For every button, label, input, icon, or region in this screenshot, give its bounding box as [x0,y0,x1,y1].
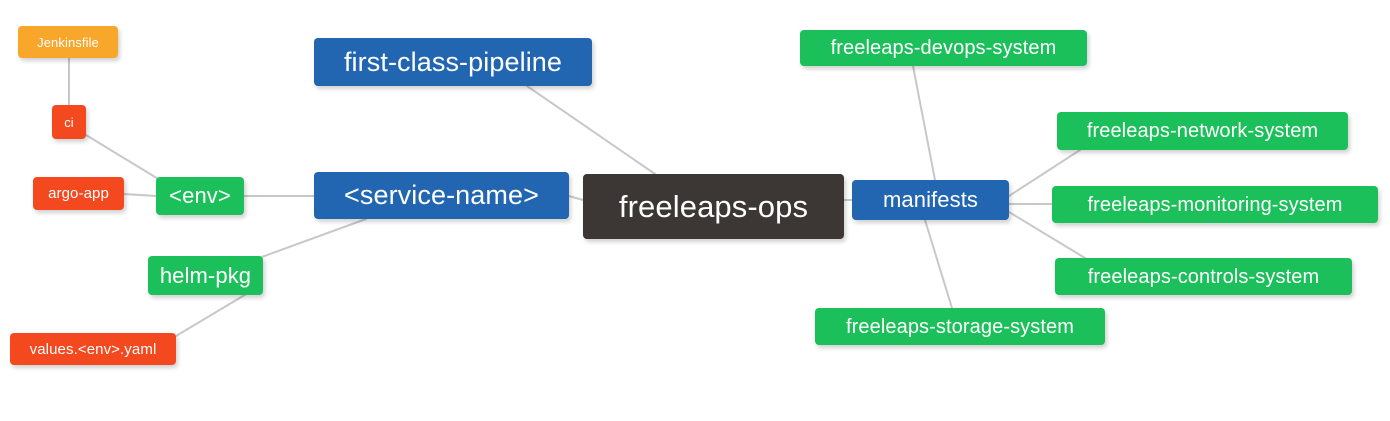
node-manifests[interactable]: manifests [852,180,1009,220]
node-freeleaps-devops-system[interactable]: freeleaps-devops-system [800,30,1087,66]
node-jenkinsfile[interactable]: Jenkinsfile [18,26,118,58]
edge-service-name-to-freeleaps-ops [568,195,584,201]
node-label: <env> [169,183,231,208]
edge-helm-pkg-to-service-name [258,218,367,259]
node-service-name[interactable]: <service-name> [314,172,569,219]
node-ci[interactable]: ci [52,105,86,139]
node-label: <service-name> [344,180,539,210]
edge-first-class-pipeline-to-freeleaps-ops [526,85,656,175]
edge-manifests-to-storage-system [924,219,953,309]
node-freeleaps-ops-root[interactable]: freeleaps-ops [583,174,844,239]
node-first-class-pipeline[interactable]: first-class-pipeline [314,38,592,86]
node-freeleaps-storage-system[interactable]: freeleaps-storage-system [815,308,1105,345]
node-env[interactable]: <env> [156,177,244,215]
node-label: argo-app [48,185,109,202]
edge-values-yaml-to-helm-pkg [175,292,249,337]
node-helm-pkg[interactable]: helm-pkg [148,256,263,295]
node-label: values.<env>.yaml [29,340,157,358]
edge-manifests-to-devops-system [912,65,936,181]
node-label: freeleaps-storage-system [845,315,1075,338]
node-label: freeleaps-controls-system [1087,265,1320,288]
node-label: first-class-pipeline [343,46,563,77]
node-argo-app[interactable]: argo-app [33,177,124,210]
edge-ci-to-env [85,134,161,181]
node-label: freeleaps-ops [618,189,809,224]
node-label: freeleaps-network-system [1086,120,1319,142]
node-label: ci [64,114,74,130]
node-freeleaps-controls-system[interactable]: freeleaps-controls-system [1055,258,1352,295]
edge-manifests-to-controls-system [1008,211,1086,259]
node-freeleaps-monitoring-system[interactable]: freeleaps-monitoring-system [1052,186,1378,223]
node-label: helm-pkg [159,262,252,288]
edge-manifests-to-network-system [1008,149,1081,197]
node-values-yaml[interactable]: values.<env>.yaml [10,333,176,365]
node-label: manifests [882,187,979,212]
node-label: Jenkinsfile [37,34,99,50]
node-label: freeleaps-monitoring-system [1087,193,1343,216]
node-label: freeleaps-devops-system [830,37,1057,59]
edge-argo-app-to-env [123,193,157,197]
node-freeleaps-network-system[interactable]: freeleaps-network-system [1057,112,1348,150]
